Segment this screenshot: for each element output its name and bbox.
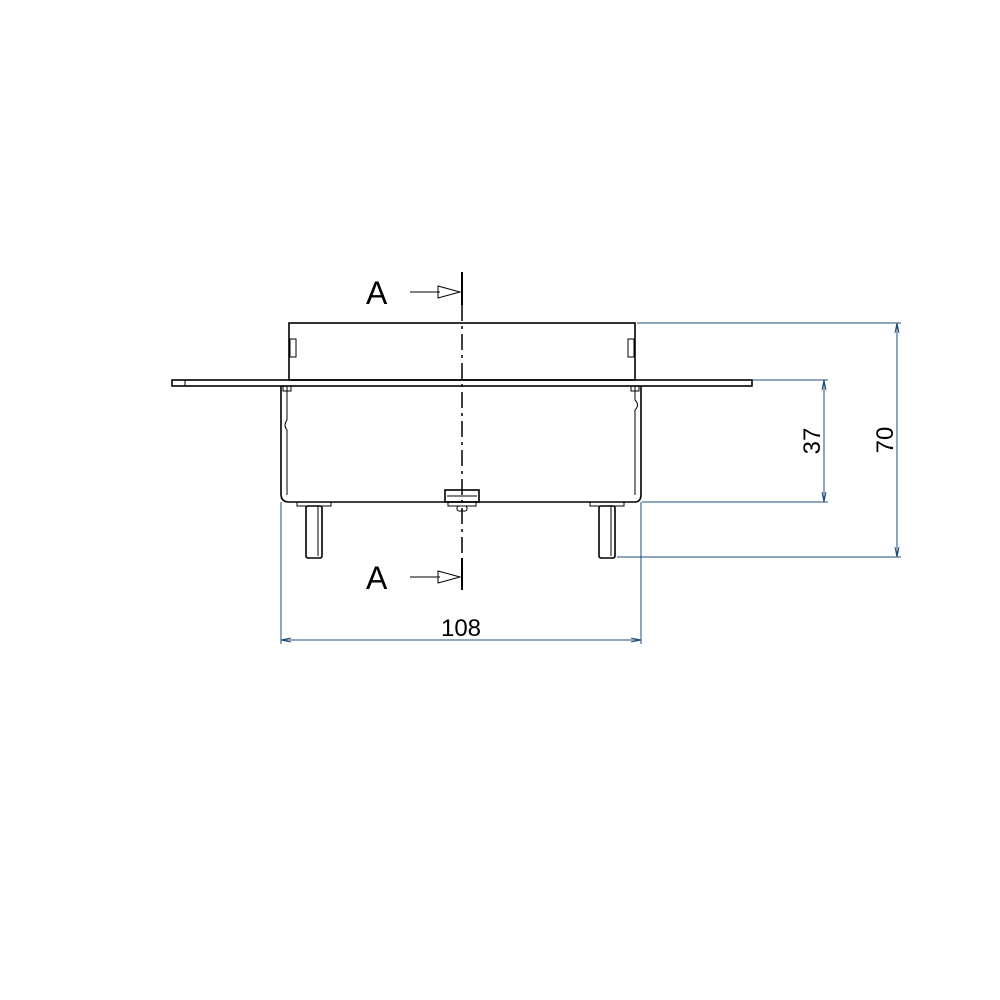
dimension-108: 108 [280,502,642,644]
dimension-label-70: 70 [872,427,899,454]
lower-body [280,386,642,503]
clip-right [627,338,635,358]
dimension-70: 70 [617,322,901,558]
section-label-bottom: A [366,560,388,596]
peg-right [598,505,616,559]
section-arrow-bottom-icon [437,570,462,584]
peg-left [305,505,323,559]
section-label-top: A [366,275,388,311]
dimension-37: 37 [642,379,828,503]
dimension-label-37: 37 [799,428,826,455]
section-line: A A [366,272,463,596]
section-arrow-top-icon [437,285,462,299]
dimension-label-108: 108 [441,615,481,642]
clip-left [289,338,297,358]
